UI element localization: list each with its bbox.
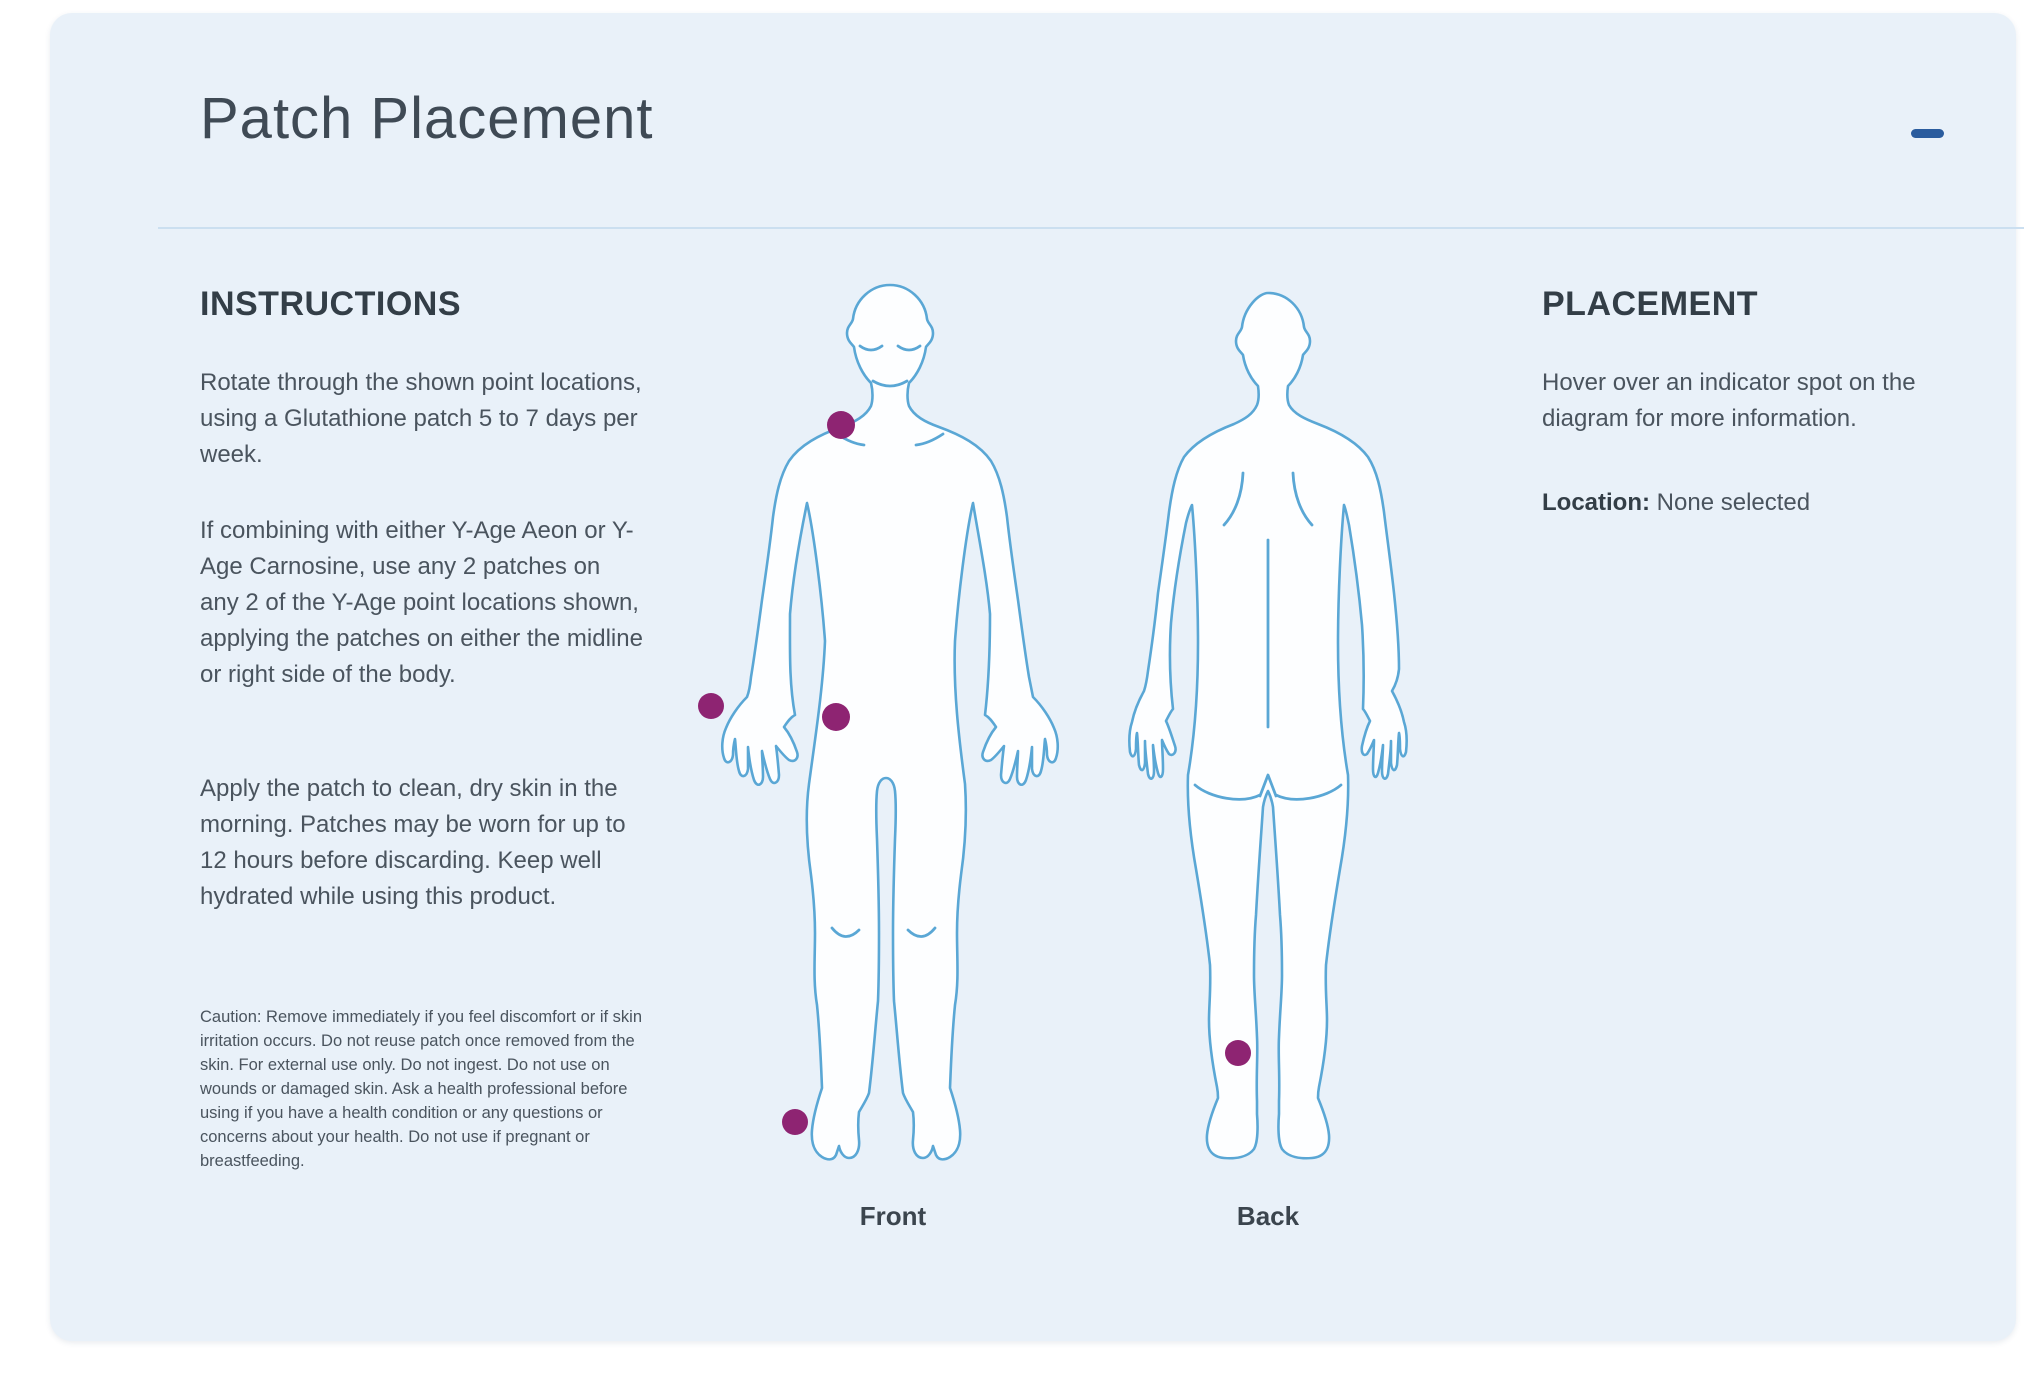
spot-back-calf[interactable] [1225, 1040, 1251, 1066]
back-shoulder-blades [1222, 471, 1314, 527]
spot-front-foot[interactable] [782, 1109, 808, 1135]
caution-text: Caution: Remove immediately if you feel … [200, 1008, 643, 1170]
location-value: None selected [1656, 489, 1811, 516]
front-knees [830, 926, 937, 938]
instructions-heading: INSTRUCTIONS [200, 285, 461, 323]
back-figure-label: Back [1236, 1201, 1300, 1231]
spot-front-abdomen[interactable] [822, 703, 850, 731]
spot-front-wrist[interactable] [698, 693, 724, 719]
minus-icon [1910, 129, 1944, 138]
front-mouth [871, 379, 909, 388]
front-body-outline [720, 283, 1060, 1161]
front-eyes [858, 344, 922, 352]
instructions-paragraph-1: Rotate through the shown point locations… [200, 369, 642, 468]
location-line: Location: None selected [1542, 489, 1810, 517]
back-buttock-crease [1193, 773, 1343, 801]
placement-hint: Hover over an indicator spot on the diag… [1542, 369, 1916, 432]
placement-heading: PLACEMENT [1542, 285, 1759, 323]
spot-front-throat[interactable] [827, 411, 855, 439]
back-body-figure [1128, 291, 1408, 1160]
collapse-button[interactable] [1901, 112, 1953, 144]
patch-placement-card: Patch Placement INSTRUCTIONS Rotate thro… [50, 13, 2024, 1341]
header-divider [158, 227, 2024, 229]
instructions-paragraph-2: If combining with either Y-Age Aeon or Y… [200, 517, 643, 688]
instructions-paragraph-3: Apply the patch to clean, dry skin in th… [200, 775, 626, 910]
front-figure-label: Front [859, 1201, 927, 1231]
front-body-figure [720, 283, 1060, 1161]
location-label: Location: [1542, 489, 1650, 516]
page-title: Patch Placement [200, 86, 654, 151]
